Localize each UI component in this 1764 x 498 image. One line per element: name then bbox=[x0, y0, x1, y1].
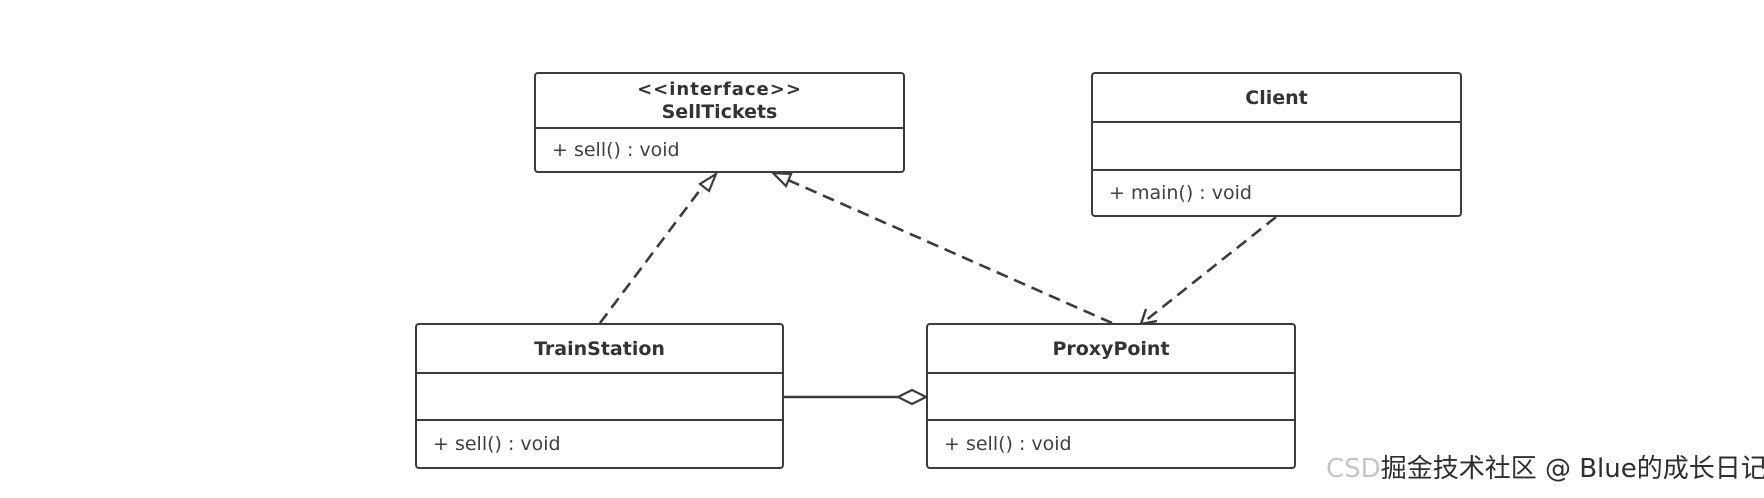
aggregation-diamond bbox=[895, 388, 929, 406]
attributes-client bbox=[1093, 123, 1460, 171]
methods-selltickets: + sell() : void bbox=[536, 129, 903, 171]
realization-proxypoint-selltickets bbox=[770, 171, 1113, 325]
class-box-trainstation[interactable]: TrainStation + sell() : void bbox=[415, 323, 784, 469]
class-name-client: Client bbox=[1245, 86, 1308, 109]
class-name-proxypoint: ProxyPoint bbox=[1052, 337, 1170, 360]
attributes-trainstation bbox=[417, 374, 782, 421]
class-header-trainstation: TrainStation bbox=[417, 325, 782, 374]
method-main: + main() : void bbox=[1109, 182, 1252, 204]
class-box-client[interactable]: Client + main() : void bbox=[1091, 72, 1462, 217]
aggregation-trainstation-proxypoint bbox=[783, 388, 929, 406]
methods-proxypoint: + sell() : void bbox=[928, 421, 1294, 467]
methods-trainstation: + sell() : void bbox=[417, 421, 782, 467]
methods-client: + main() : void bbox=[1093, 171, 1460, 215]
realization-arrowhead bbox=[770, 171, 793, 188]
class-header-proxypoint: ProxyPoint bbox=[928, 325, 1294, 374]
watermark-prefix: CSD bbox=[1326, 454, 1381, 484]
class-header-selltickets: <<interface>> SellTickets bbox=[536, 74, 903, 129]
watermark: CSD掘金技术社区 @ Blue的成长日记 bbox=[1326, 448, 1764, 485]
class-box-proxypoint[interactable]: ProxyPoint + sell() : void bbox=[926, 323, 1296, 469]
realization-arrowhead bbox=[698, 171, 719, 193]
class-header-client: Client bbox=[1093, 74, 1460, 123]
class-box-selltickets[interactable]: <<interface>> SellTickets + sell() : voi… bbox=[534, 72, 905, 173]
watermark-text: 掘金技术社区 @ Blue的成长日记 bbox=[1380, 454, 1764, 484]
method-sell: + sell() : void bbox=[433, 433, 561, 455]
dependency-client-proxypoint bbox=[1139, 215, 1277, 326]
class-name-selltickets: SellTickets bbox=[661, 100, 778, 123]
method-sell: + sell() : void bbox=[552, 139, 680, 161]
realization-trainstation-selltickets bbox=[598, 171, 719, 324]
class-name-trainstation: TrainStation bbox=[534, 337, 665, 360]
interface-stereotype: <<interface>> bbox=[637, 78, 802, 100]
method-sell: + sell() : void bbox=[944, 433, 1072, 455]
attributes-proxypoint bbox=[928, 374, 1294, 421]
